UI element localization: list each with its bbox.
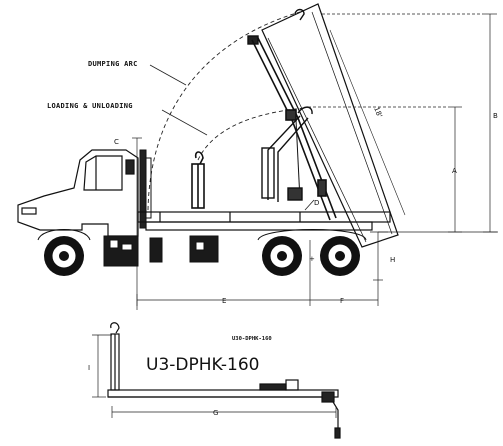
loading-unloading-label: LOADING & UNLOADING (47, 102, 133, 110)
fuel-tank-equipment (103, 235, 219, 267)
dimension-i-label: I (88, 364, 90, 372)
dimension-h-label: H (390, 256, 395, 264)
container-hook-top (247, 8, 305, 45)
hoist-unit-drawing (107, 322, 341, 439)
tandem-center-mark: + (309, 255, 315, 263)
model-title: U3-DPHK-160 (146, 355, 259, 375)
exhaust-stack (139, 149, 152, 229)
container-length-label: 18' (372, 106, 384, 119)
loading-hook-arm (261, 106, 313, 202)
dimension-f-label: F (340, 297, 344, 305)
dimension-d-label: D (314, 199, 319, 207)
dumping-arc-curve (147, 11, 301, 211)
dimension-c-label: C (114, 138, 119, 146)
truck-chassis (137, 211, 391, 231)
stowed-hook (191, 151, 205, 209)
dumping-arc-leader (149, 64, 187, 86)
container-length-line (329, 29, 406, 216)
loading-arc-leader (161, 109, 208, 136)
dumping-arc-label: DUMPING ARC (88, 60, 138, 68)
rear-wheel-2 (320, 236, 360, 276)
dimension-g-label: G (213, 409, 218, 417)
truck-cab (17, 149, 139, 237)
dimension-e-label: E (222, 297, 226, 305)
dimension-a-label: A (452, 167, 457, 175)
dimension-g (111, 406, 337, 418)
dimension-b-label: B (493, 112, 498, 120)
fenders (37, 229, 367, 241)
dimension-d (304, 199, 315, 211)
dimension-e (136, 240, 311, 306)
dimension-c (132, 137, 142, 310)
dimension-b (322, 13, 497, 233)
raised-container (261, 3, 399, 248)
front-wheel (44, 236, 84, 276)
dimension-f (310, 280, 379, 306)
rear-wheel-1 (262, 236, 302, 276)
model-code-label: U30-DPHK-160 (232, 336, 272, 342)
dimension-i (92, 334, 112, 398)
